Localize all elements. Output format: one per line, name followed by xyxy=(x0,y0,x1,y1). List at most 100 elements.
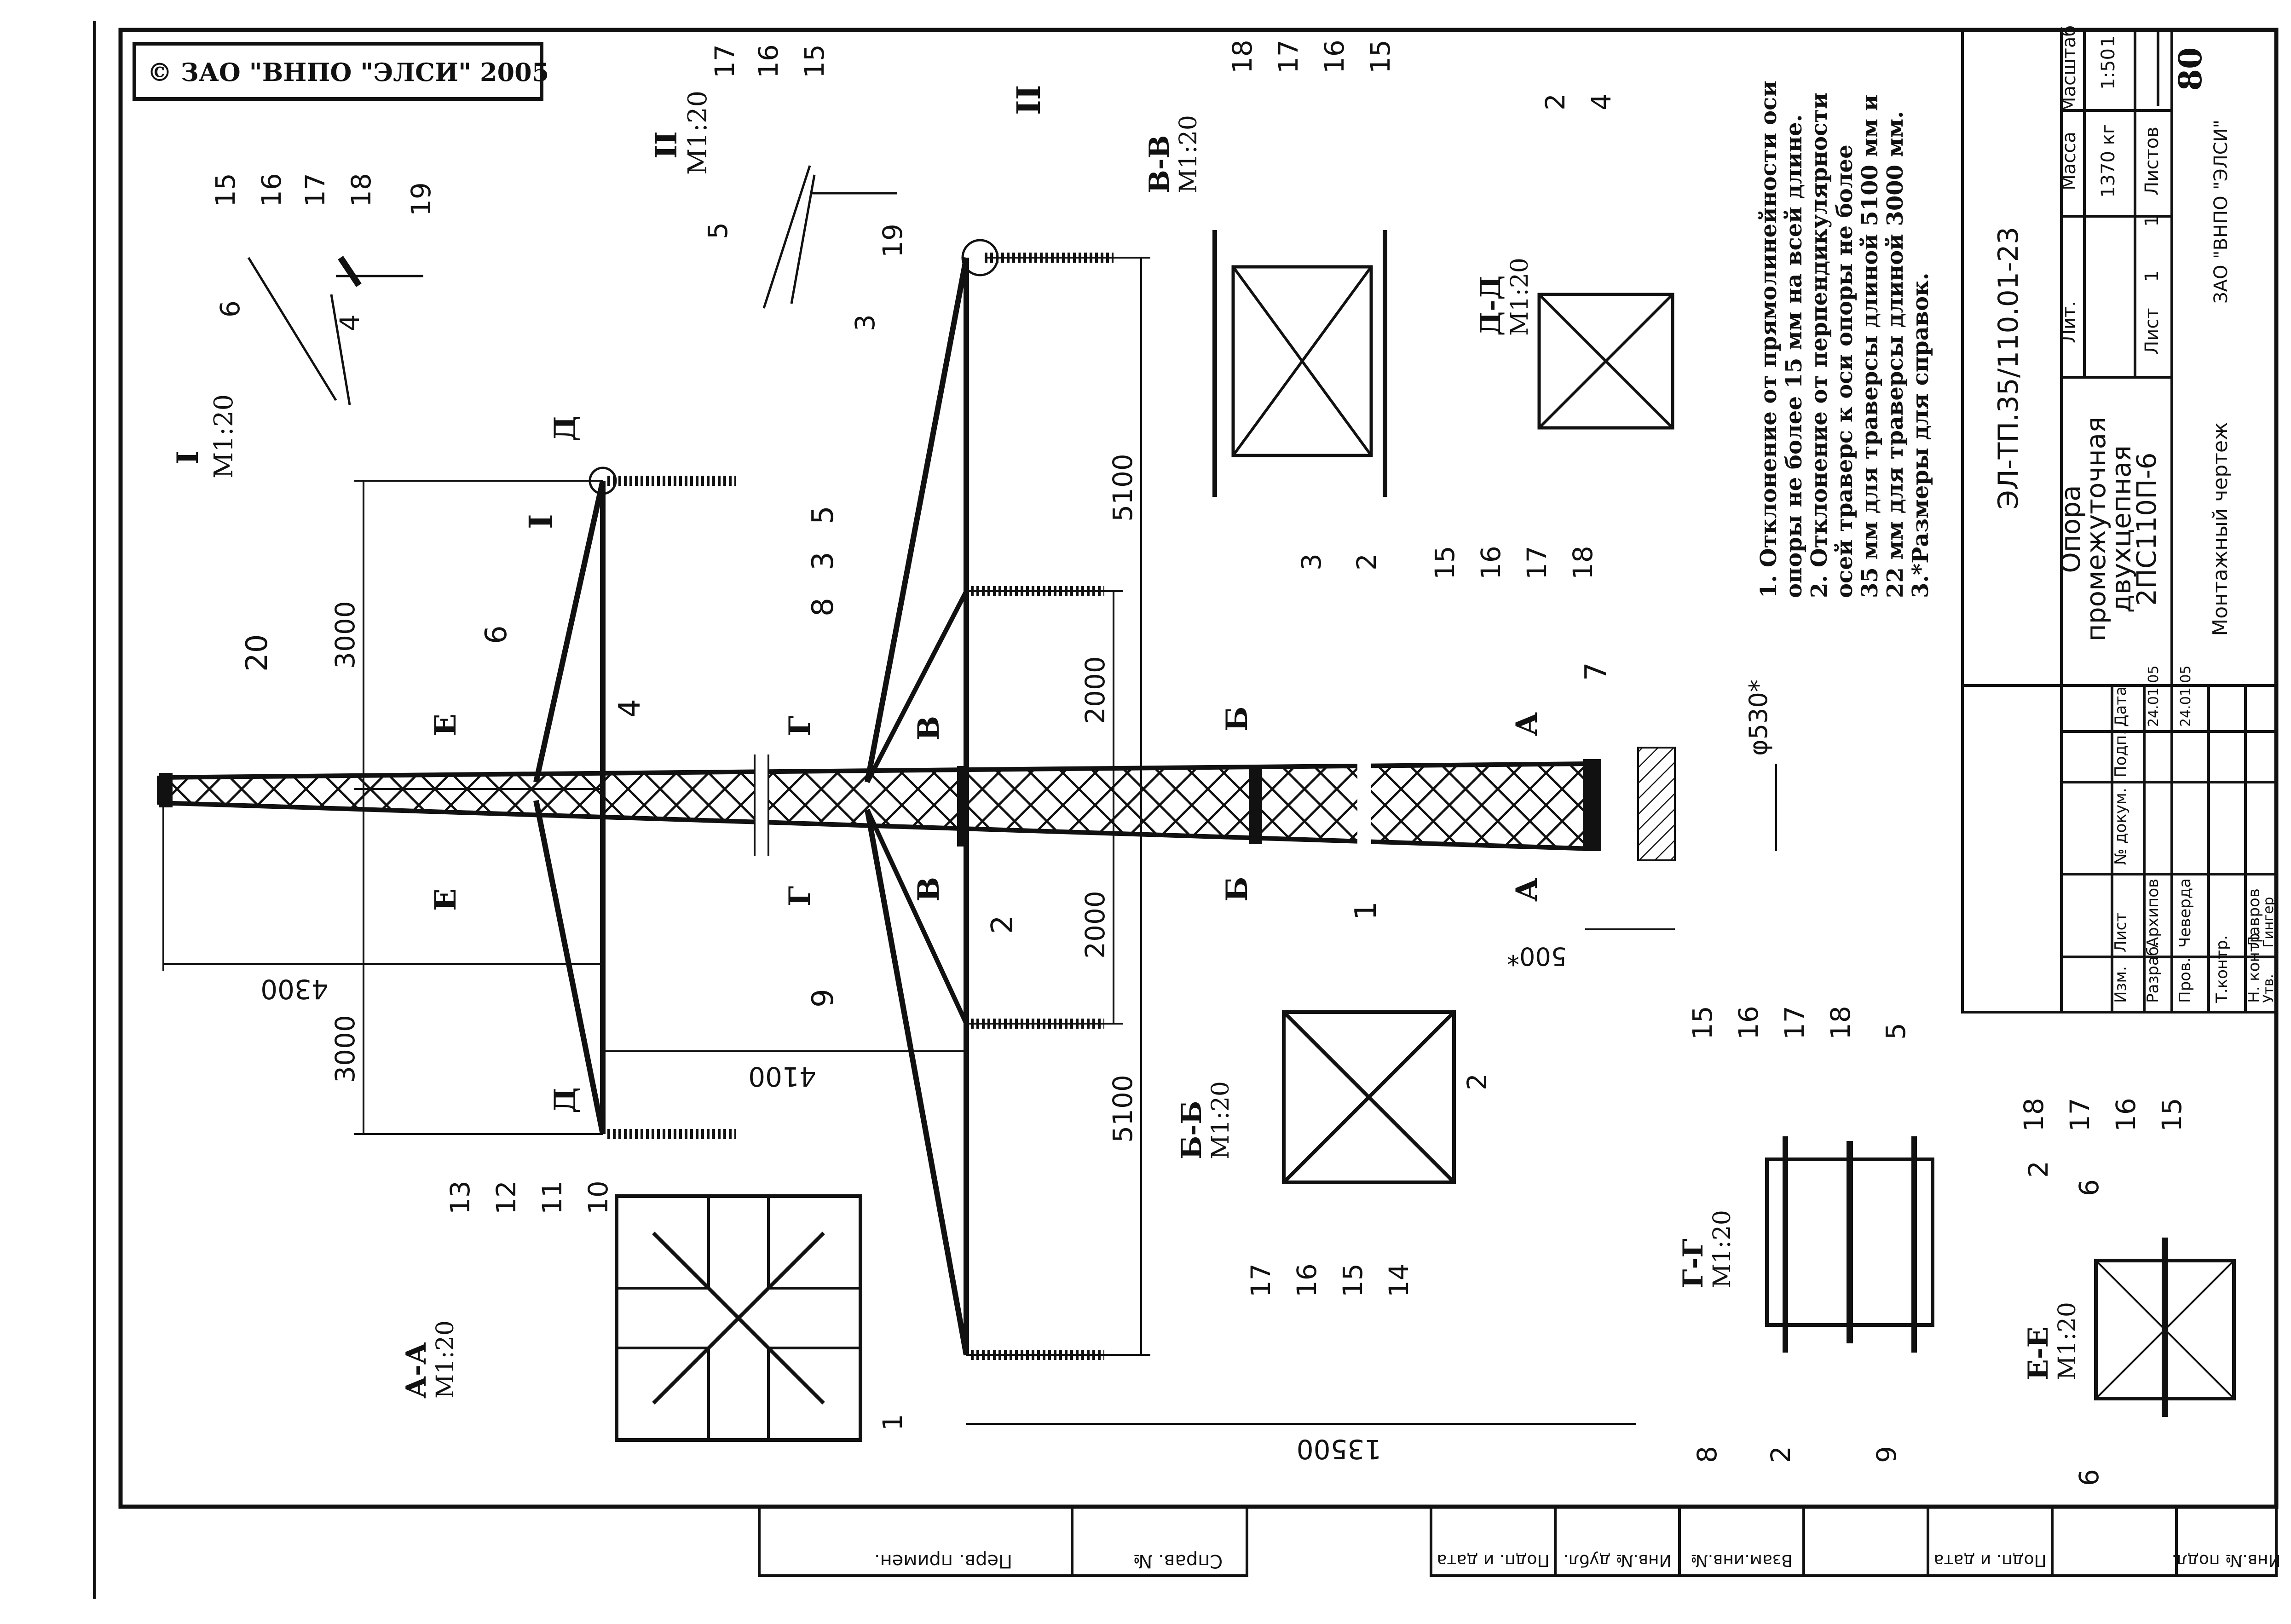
dim-3000-lower: 3000 xyxy=(329,1015,361,1083)
dd-callout-18: 18 xyxy=(1567,546,1599,580)
name-razrab: Архипов xyxy=(2144,879,2162,948)
dim-diameter-530: φ530* xyxy=(1744,680,1773,756)
sheet-number: 80 xyxy=(2172,47,2209,91)
note-line-3: 2. Отклонение от перпендикулярности xyxy=(1806,92,1832,598)
gg-callout-15: 15 xyxy=(1687,1006,1718,1040)
aa-callout-11: 11 xyxy=(537,1181,568,1215)
dim-500: 500* xyxy=(1507,942,1567,971)
aa-callout-1: 1 xyxy=(877,1414,908,1431)
section-mark-B-bottom: Б xyxy=(1220,876,1254,902)
vv-callout-18: 18 xyxy=(1227,40,1258,74)
section-mark-E-top: Е xyxy=(428,714,463,736)
callout-6: 6 xyxy=(479,625,514,644)
vv-callout-16: 16 xyxy=(1319,40,1350,74)
view-title-II: II xyxy=(649,131,684,159)
view-scale-BB: М1:20 xyxy=(1207,1081,1235,1159)
copyright-box: © ЗАО "ВНПО "ЭЛСИ" 2005 xyxy=(133,42,549,101)
detail-I-callout-6: 6 xyxy=(214,300,246,317)
detail-mark-I: I xyxy=(522,514,560,529)
dim-4300: 4300 xyxy=(260,973,329,1005)
detail-mark-II: II xyxy=(1010,85,1048,115)
view-title-BB: Б-Б xyxy=(1176,1101,1208,1159)
gg-callout-17: 17 xyxy=(1779,1006,1810,1040)
document-code: ЭЛ-ТП.35/110.01-23 xyxy=(1992,227,2025,509)
view-title-GG: Г-Г xyxy=(1677,1238,1709,1288)
gg-callout-2: 2 xyxy=(1765,1446,1796,1463)
ee-callout-18: 18 xyxy=(2018,1098,2049,1132)
tower-elevation xyxy=(157,239,1676,1356)
col-izm: Изм. xyxy=(2112,966,2130,1003)
ee-callout-17: 17 xyxy=(2064,1098,2095,1132)
header-mass: Масса xyxy=(2059,132,2080,190)
ee-callout-2: 2 xyxy=(2023,1161,2054,1178)
title-name-line-1: Опора xyxy=(2055,485,2086,573)
section-view-BB: Б-Б М1:20 2 17 16 15 14 xyxy=(1176,1010,1493,1297)
name-utv: Гингер xyxy=(2261,897,2277,948)
label-vzam-inv: Взам.инв.№ xyxy=(1691,1551,1793,1570)
bb-callout-17: 17 xyxy=(1245,1263,1276,1297)
sheets-value: 1 xyxy=(2141,215,2163,226)
general-notes: 1. Отклонение от прямолинейности оси опо… xyxy=(1756,81,1933,598)
detail-view-I: I М1:20 15 16 17 18 19 6 4 xyxy=(171,173,437,478)
sheet-value: 1 xyxy=(2141,270,2163,282)
name-nkontr: Лавров xyxy=(2245,888,2263,948)
note-line-4: осей траверс к оси опоры не более xyxy=(1832,144,1858,598)
gg-callout-8: 8 xyxy=(1691,1446,1723,1463)
section-mark-E-bottom: Е xyxy=(428,888,463,911)
callout-20: 20 xyxy=(240,634,274,672)
copyright-text: © ЗАО "ВНПО "ЭЛСИ" 2005 xyxy=(147,58,549,87)
view-scale-VV: М1:20 xyxy=(1175,115,1202,193)
detail-II-callout-16: 16 xyxy=(753,44,784,78)
label-sprav-no: Справ. № xyxy=(1133,1550,1223,1572)
view-scale-I: М1:20 xyxy=(209,394,239,478)
dimension-labels: 3000 3000 4300 4100 2000 2000 5100 5100 … xyxy=(260,454,1773,1465)
role-tkontr: Т.контр. xyxy=(2213,935,2231,1003)
callout-4: 4 xyxy=(613,699,647,718)
gg-callout-18: 18 xyxy=(1825,1006,1856,1040)
dd-callout-4: 4 xyxy=(1586,93,1617,110)
detail-II-callout-3: 3 xyxy=(849,314,881,331)
note-line-6: 22 мм для траверсы длиной 3000 мм. xyxy=(1882,111,1908,598)
view-title-AA: А-А xyxy=(400,1342,433,1399)
dimension-lines xyxy=(162,257,1777,1425)
bb-callout-15: 15 xyxy=(1337,1263,1368,1297)
callout-5: 5 xyxy=(806,506,840,524)
view-title-I: I xyxy=(171,451,205,465)
view-scale-AA: М1:20 xyxy=(432,1320,459,1399)
note-line-2: опоры не более 15 мм на всей длине. xyxy=(1781,115,1807,598)
dim-2000-upper: 2000 xyxy=(1079,656,1111,724)
section-mark-V-bottom: В xyxy=(912,877,946,902)
callout-7: 7 xyxy=(1579,662,1613,681)
section-mark-D-top: Д xyxy=(548,415,583,442)
aa-callout-13: 13 xyxy=(444,1181,476,1215)
note-line-7: 3.*Размеры для справок. xyxy=(1908,273,1933,598)
ee-callout-16: 16 xyxy=(2110,1098,2141,1132)
detail-I-callout-19: 19 xyxy=(405,182,437,216)
col-doc: № докум. xyxy=(2112,788,2130,865)
aa-callout-10: 10 xyxy=(583,1181,614,1215)
gg-callout-5: 5 xyxy=(1880,1023,1911,1040)
role-prov: Пров. xyxy=(2176,957,2194,1003)
dim-13500: 13500 xyxy=(1297,1434,1382,1465)
header-scale: Масштаб xyxy=(2059,25,2080,113)
view-scale-II: М1:20 xyxy=(683,91,713,175)
date-prov: 24.01.05 xyxy=(2178,665,2194,727)
name-prov: Чеверда xyxy=(2176,878,2194,948)
aa-callout-12: 12 xyxy=(491,1181,522,1215)
dd-callout-15: 15 xyxy=(1429,546,1460,580)
callout-3: 3 xyxy=(806,552,840,570)
scale-extra: 1 xyxy=(2098,35,2119,47)
label-inv-dubl: Инв.№ дубл. xyxy=(1564,1551,1672,1570)
title-name-line-2: промежуточная xyxy=(2080,417,2112,641)
callout-8: 8 xyxy=(806,598,840,616)
detail-I-callout-16: 16 xyxy=(256,173,287,207)
section-view-AA: А-А М1:20 13 12 11 10 1 xyxy=(400,1181,908,1442)
scale-value: 1:50 xyxy=(2098,48,2119,90)
section-view-GG: Г-Г М1:20 15 16 17 18 5 8 2 9 xyxy=(1677,1006,1934,1463)
section-mark-A-top: А xyxy=(1510,712,1544,736)
section-view-VV: В-В М1:20 18 17 16 15 3 2 xyxy=(1143,40,1396,570)
section-view-EE: Е-Е М1:20 18 17 16 15 2 6 6 xyxy=(2018,1098,2236,1486)
detail-II-callout-17: 17 xyxy=(709,44,740,78)
role-utv: Утв. xyxy=(2261,974,2277,1003)
